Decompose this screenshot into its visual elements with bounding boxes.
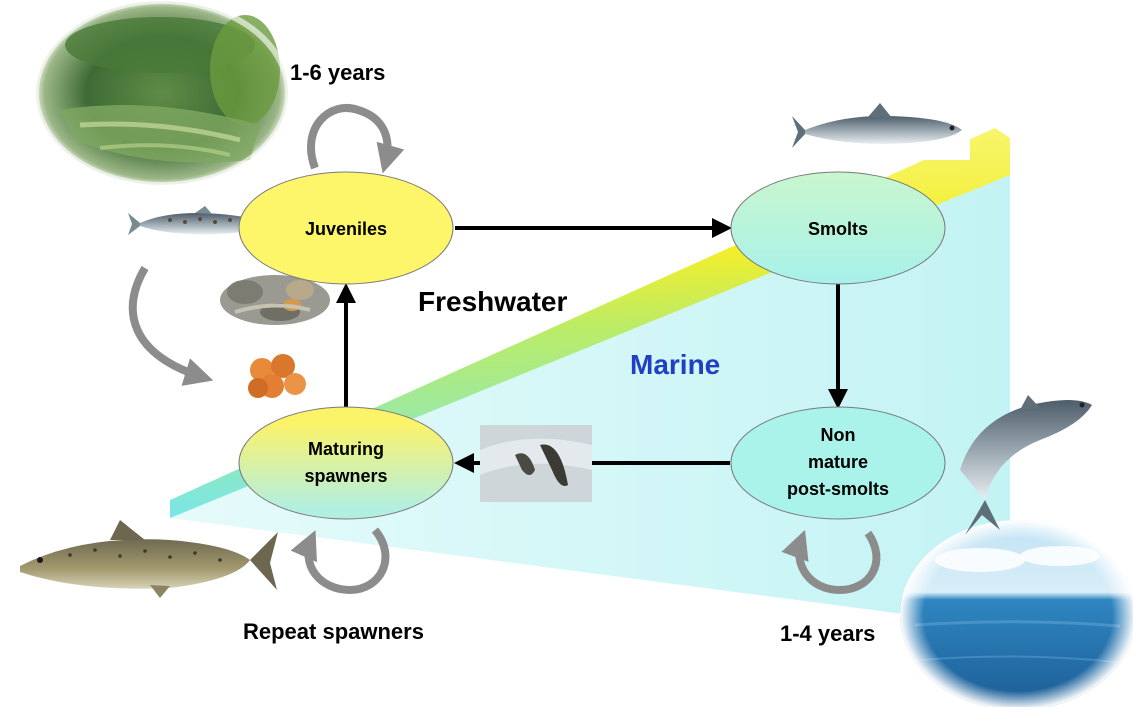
juveniles-label: Juveniles — [305, 219, 387, 239]
post-smolts-label-line3: post-smolts — [787, 479, 889, 499]
adult-salmon-drawing — [20, 520, 278, 598]
post-smolts-label-line1: Non — [821, 425, 856, 445]
freshwater-label: Freshwater — [418, 286, 567, 317]
spawners-label-line1: Maturing — [308, 439, 384, 459]
juvenile-years-cycle-arrow — [311, 108, 388, 168]
marine-label: Marine — [630, 349, 720, 380]
spawning-cycle-arrow — [133, 268, 205, 378]
juvenile-years-label: 1-6 years — [290, 60, 385, 85]
spawners-node — [239, 407, 453, 519]
leaping-salmon-photo — [480, 425, 592, 502]
smolts-label: Smolts — [808, 219, 868, 239]
spawners-label-line2: spawners — [304, 466, 387, 486]
sea-years-label: 1-4 years — [780, 621, 875, 646]
post-smolts-label-line2: mature — [808, 452, 868, 472]
ocean-photo — [900, 520, 1133, 707]
redd-gravel-eggs-drawing — [220, 275, 330, 325]
smolt-fish-drawing — [790, 103, 970, 160]
salmon-eggs-drawing — [248, 354, 306, 398]
river-photo — [36, 1, 288, 185]
repeat-spawners-label: Repeat spawners — [243, 619, 424, 644]
